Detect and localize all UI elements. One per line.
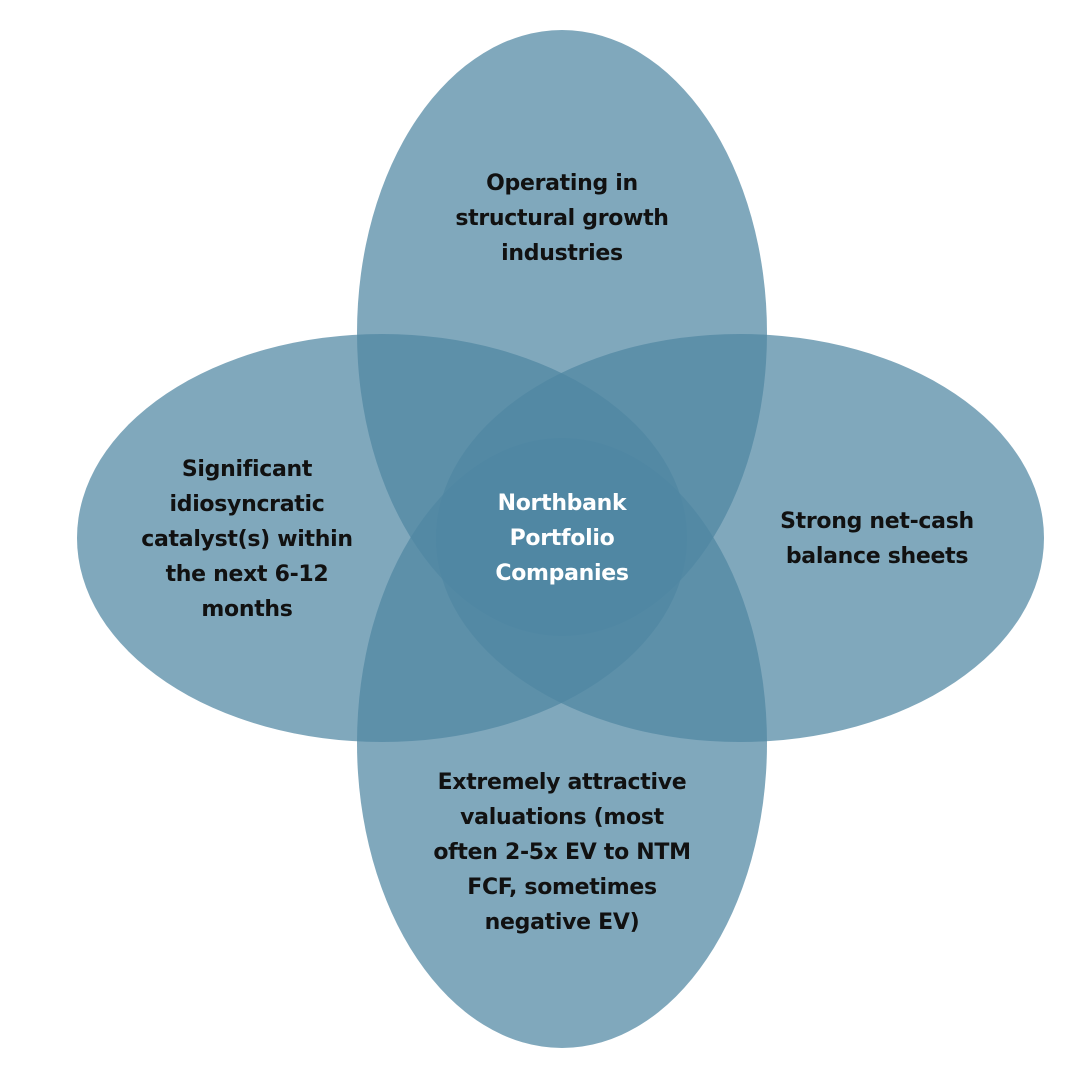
label-bottom: Extremely attractive valuations (most of…	[433, 770, 691, 935]
ellipse-right	[436, 334, 1044, 742]
center-label: Northbank Portfolio Companies	[495, 491, 629, 586]
label-right: Strong net-cash balance sheets	[780, 509, 974, 569]
label-left: Significant idiosyncratic catalyst(s) wi…	[141, 457, 353, 622]
label-top: Operating in structural growth industrie…	[455, 171, 669, 266]
